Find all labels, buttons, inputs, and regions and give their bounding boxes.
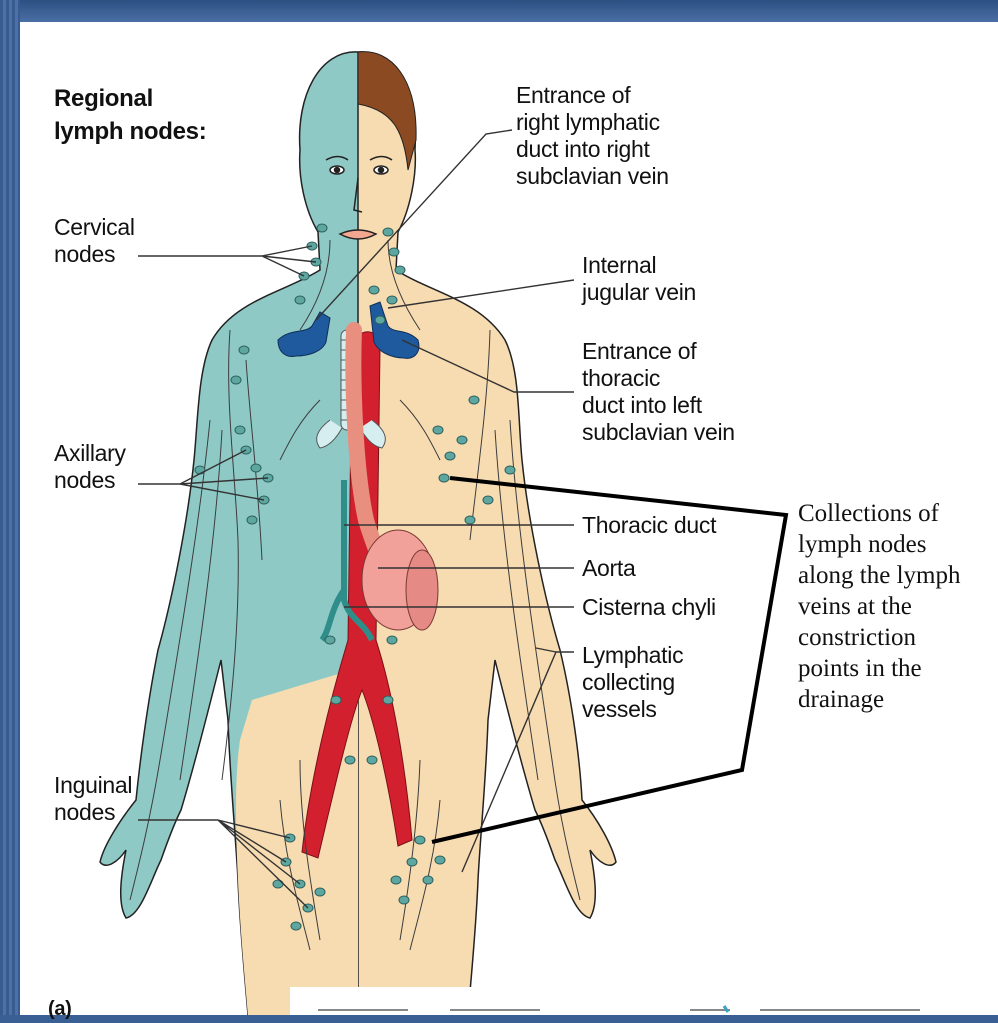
- lymph-node: [375, 316, 385, 324]
- cervical-nodes-label: Cervical nodes: [54, 214, 135, 268]
- lymph-node: [383, 696, 393, 704]
- lymph-node: [295, 296, 305, 304]
- lymph-node: [195, 466, 205, 474]
- inguinal-nodes-label: Inguinal nodes: [54, 772, 132, 826]
- lymph-node: [387, 636, 397, 644]
- lymph-node: [505, 466, 515, 474]
- lymph-node: [407, 858, 417, 866]
- lymph-node: [457, 436, 467, 444]
- lymph-node: [383, 228, 393, 236]
- lymph-node: [239, 346, 249, 354]
- lymph-node: [469, 396, 479, 404]
- lymph-node: [445, 452, 455, 460]
- lymph-node: [317, 224, 327, 232]
- lymph-node: [251, 464, 261, 472]
- lymphatic-collecting-vessels-label: Lymphatic collecting vessels: [582, 642, 683, 723]
- lymph-node: [231, 376, 241, 384]
- aorta-label: Aorta: [582, 555, 635, 582]
- lymph-node: [391, 876, 401, 884]
- panel-letter: (a): [48, 996, 72, 1023]
- lymph-node: [465, 516, 475, 524]
- internal-jugular-vein-label: Internal jugular vein: [582, 252, 696, 306]
- lymph-node: [387, 296, 397, 304]
- thoracic-duct-label: Thoracic duct: [582, 512, 716, 539]
- lymph-node: [247, 516, 257, 524]
- lymph-node: [435, 856, 445, 864]
- lymph-node: [399, 896, 409, 904]
- lymph-node: [291, 922, 301, 930]
- lymph-node: [331, 696, 341, 704]
- lymph-node: [235, 426, 245, 434]
- lymph-node: [369, 286, 379, 294]
- lymph-node: [367, 756, 377, 764]
- cisterna-chyli-label: Cisterna chyli: [582, 594, 716, 621]
- lymph-node: [389, 248, 399, 256]
- lymph-node: [415, 836, 425, 844]
- lymph-node-collections-annotation: Collections of lymph nodes along the lym…: [798, 498, 960, 715]
- lymph-node: [325, 636, 335, 644]
- lymph-node: [423, 876, 433, 884]
- thoracic-duct-entrance-label: Entrance of thoracic duct into left subc…: [582, 338, 735, 446]
- lymph-node: [395, 266, 405, 274]
- lymph-node: [433, 426, 443, 434]
- lymph-node: [345, 756, 355, 764]
- axillary-nodes-label: Axillary nodes: [54, 440, 126, 494]
- body-left-half: [100, 52, 358, 1015]
- regional-lymph-nodes-heading: Regional lymph nodes:: [54, 82, 206, 148]
- lymph-node: [483, 496, 493, 504]
- right-lymphatic-duct-label: Entrance of right lymphatic duct into ri…: [516, 82, 669, 190]
- lymph-node: [439, 474, 449, 482]
- lymph-node: [315, 888, 325, 896]
